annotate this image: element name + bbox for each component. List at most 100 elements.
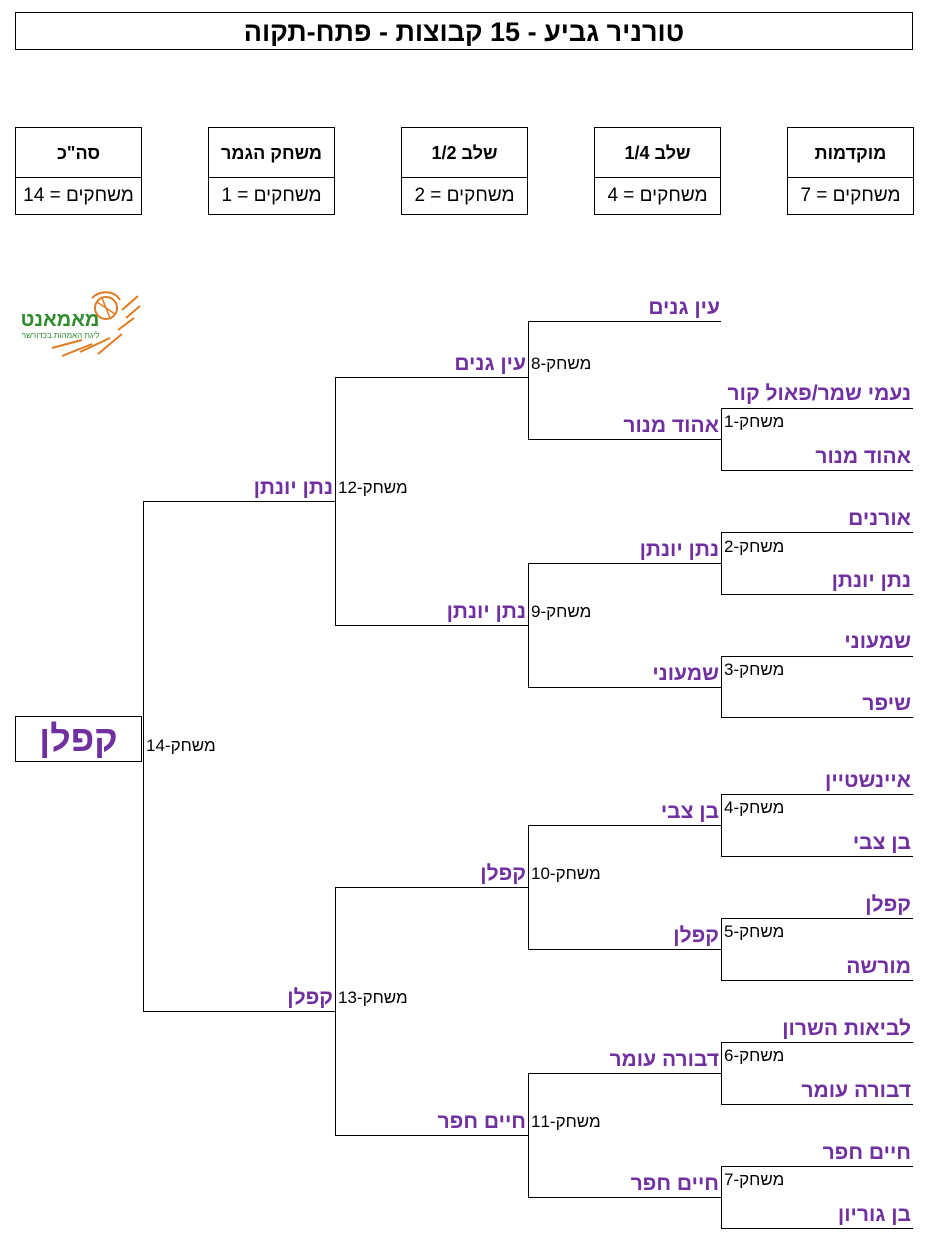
bracket-line [143, 501, 335, 502]
game-label: משחק-7 [724, 1170, 785, 1189]
bracket-line [528, 687, 721, 688]
bracket-line [721, 408, 913, 409]
bracket-line [721, 856, 913, 857]
stage-value: משחקים = 14 [23, 185, 134, 206]
team-name: דבורה עומר [801, 1079, 911, 1102]
game-label: משחק-3 [724, 660, 785, 679]
bracket-line [721, 594, 913, 595]
bracket-line [335, 887, 528, 888]
bracket-line [528, 825, 529, 950]
team-name: אורנים [848, 507, 911, 530]
bracket-line [335, 377, 528, 378]
bracket-line [335, 625, 528, 626]
team-name: מורשה [846, 955, 911, 978]
team-name: בן גוריון [837, 1203, 911, 1226]
team-name: שמעוני [844, 630, 911, 653]
stage-box-qualifiers: מוקדמות משחקים = 7 [787, 127, 914, 215]
team-name: לביאות השרון [782, 1017, 911, 1040]
bracket-line [721, 1166, 722, 1229]
bracket-line [721, 532, 722, 595]
bracket-line [528, 321, 529, 440]
team-name: חיים חפר [437, 1110, 526, 1133]
team-name: עין גנים [454, 352, 526, 375]
bracket-line [528, 949, 721, 950]
bracket-line [721, 656, 722, 718]
game-label: משחק-8 [531, 354, 592, 373]
bracket-line [335, 377, 336, 626]
bracket-line [721, 794, 913, 795]
stage-value: משחקים = 4 [607, 185, 708, 206]
bracket-line [528, 825, 721, 826]
bracket-line [528, 1073, 721, 1074]
bracket-line [721, 794, 722, 857]
game-label: משחק-6 [724, 1046, 785, 1065]
team-name: קפלן [865, 893, 911, 916]
team-name: קפלן [673, 924, 719, 947]
stage-box-semi: שלב 1/2 משחקים = 2 [401, 127, 528, 215]
game-label: משחק-2 [724, 537, 785, 556]
bracket-line [721, 532, 913, 533]
game-label: משחק-12 [338, 478, 408, 497]
bracket-line [721, 1228, 913, 1229]
team-name: קפלן [287, 986, 333, 1009]
bracket-line [721, 656, 913, 657]
bracket-line [528, 321, 721, 322]
bracket-line [721, 980, 913, 981]
stage-label: שלב 1/2 [402, 128, 527, 178]
stage-value: משחקים = 1 [221, 185, 322, 206]
bracket-line [721, 1166, 913, 1167]
team-name: אהוד מנור [815, 445, 911, 468]
team-name: איינשטיין [825, 769, 911, 792]
team-name: עין גנים [648, 296, 720, 319]
bracket-line [335, 1135, 528, 1136]
game-label: משחק-11 [531, 1112, 601, 1131]
stage-label: מוקדמות [788, 128, 913, 178]
stage-value: משחקים = 7 [800, 185, 901, 206]
game-label: משחק-4 [724, 798, 785, 817]
game-label: משחק-14 [146, 736, 216, 755]
team-name: נתן יונתן [639, 538, 719, 561]
game-label: משחק-5 [724, 922, 785, 941]
bracket-line [143, 1011, 335, 1012]
team-name: נתן יונתן [253, 476, 333, 499]
logo-subtitle: ליגת האמהות בכדורשת [22, 331, 99, 340]
stage-label: סה"כ [16, 128, 141, 178]
team-name: נתן יונתן [831, 569, 911, 592]
stage-box-quarter: שלב 1/4 משחקים = 4 [594, 127, 721, 215]
bracket-line [528, 439, 721, 440]
stage-box-total: סה"כ משחקים = 14 [15, 127, 142, 215]
team-name: דבורה עומר [609, 1048, 719, 1071]
bracket-line [721, 1104, 913, 1105]
bracket-line [335, 887, 336, 1136]
bracket-line [721, 918, 722, 981]
bracket-line [143, 501, 144, 1012]
stage-box-final: משחק הגמר משחקים = 1 [208, 127, 335, 215]
game-label: משחק-1 [724, 412, 785, 431]
game-label: משחק-13 [338, 988, 408, 1007]
team-name: שמעוני [652, 662, 719, 685]
champion-box: קפלן [15, 716, 142, 762]
team-name: חיים חפר [630, 1172, 719, 1195]
team-name: בן צבי [660, 800, 719, 823]
bracket-line [528, 563, 721, 564]
bracket-line [721, 1042, 913, 1043]
bracket-line [528, 1073, 529, 1198]
team-name: אהוד מנור [623, 414, 719, 437]
team-name: שיפר [862, 692, 911, 715]
bracket-line [721, 1042, 722, 1105]
bracket-line [721, 470, 913, 471]
page-title: טורניר גביע - 15 קבוצות - פתח-תקוה [15, 12, 913, 50]
game-label: משחק-10 [531, 864, 601, 883]
logo-text: מאמאנט [22, 309, 99, 331]
game-label: משחק-9 [531, 602, 592, 621]
team-name: בן צבי [852, 831, 911, 854]
bracket-line [721, 918, 913, 919]
bracket-line [721, 717, 913, 718]
league-logo: מאמאנט ליגת האמהות בכדורשת [22, 291, 141, 357]
team-name: חיים חפר [822, 1141, 911, 1164]
team-name: נעמי שמר/פאול קור [727, 382, 911, 405]
bracket-line [528, 1197, 721, 1198]
team-name: קפלן [480, 862, 526, 885]
stage-label: משחק הגמר [209, 128, 334, 178]
bracket-line [528, 563, 529, 688]
